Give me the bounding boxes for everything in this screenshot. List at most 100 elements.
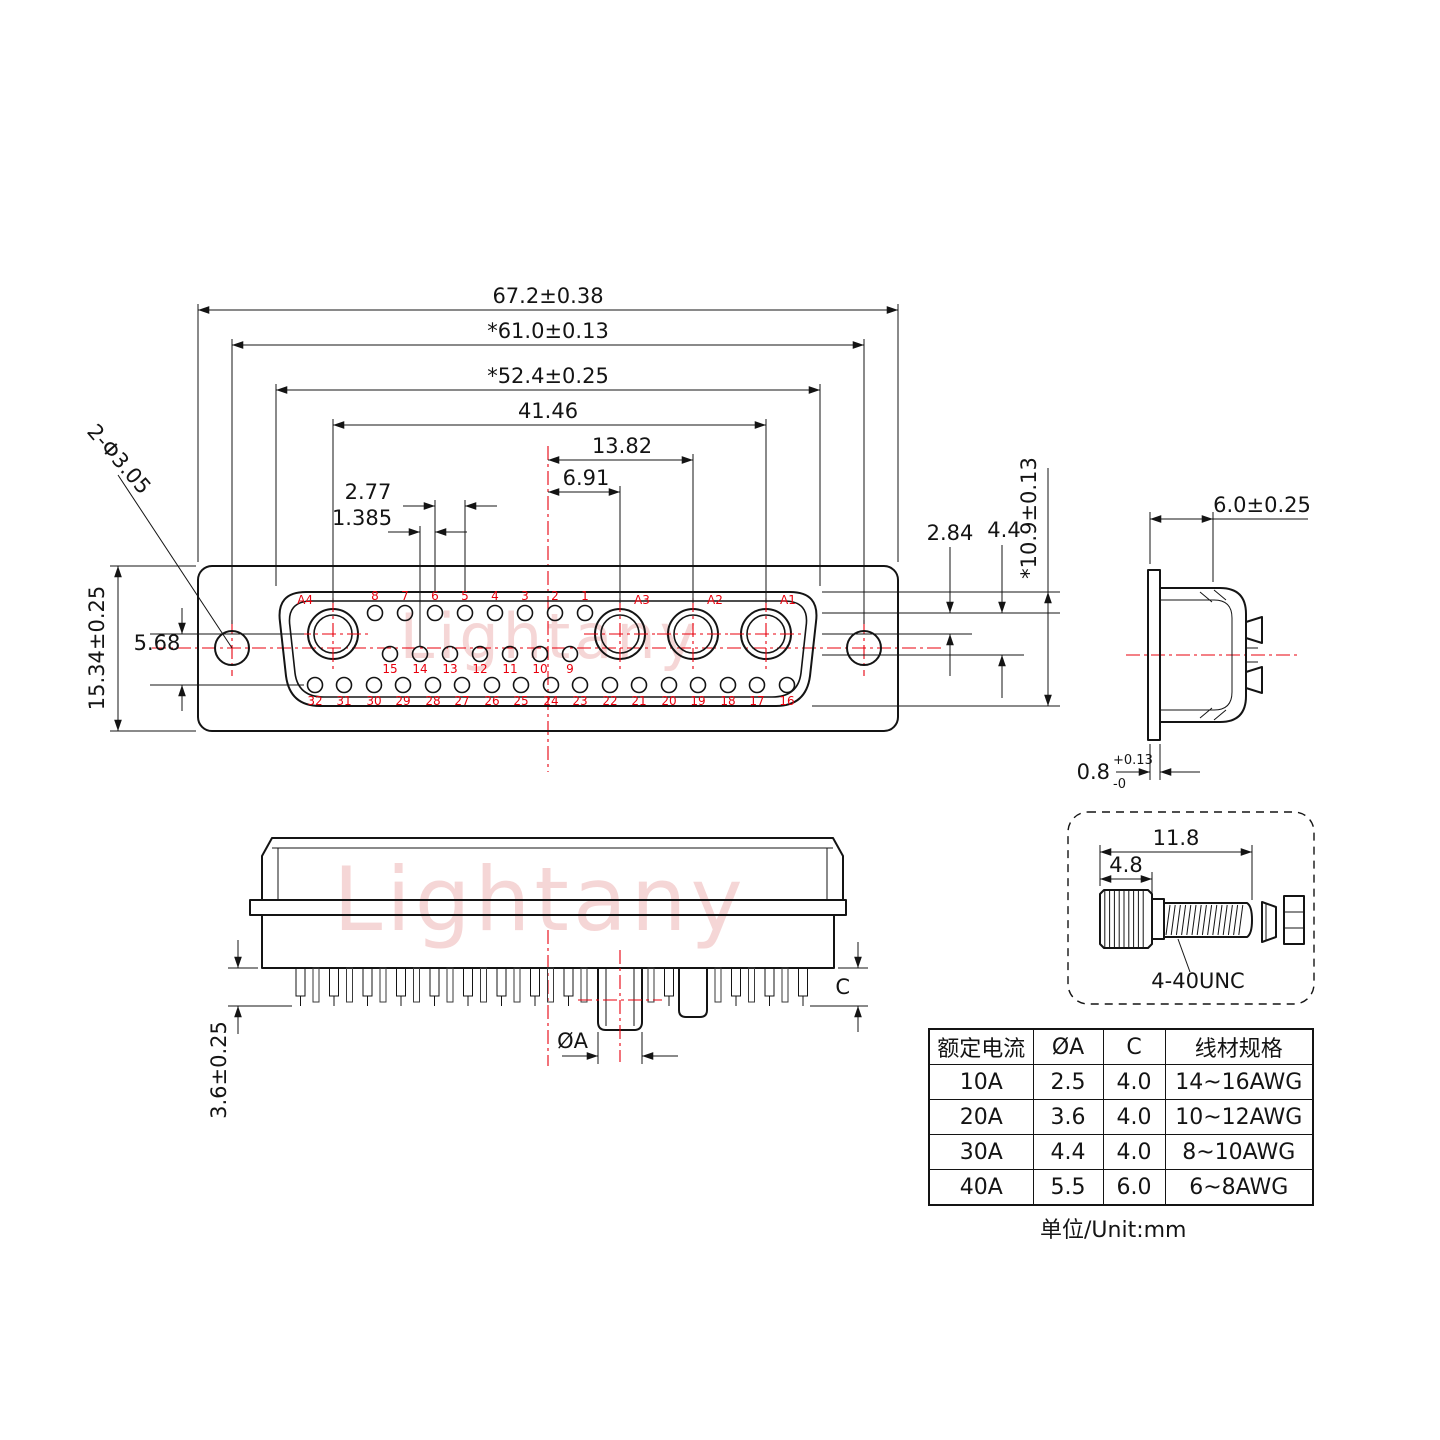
- dim-flange-tol-plus: +0.13: [1113, 753, 1153, 768]
- power-contact-label: A3: [634, 593, 650, 607]
- thread-spec-label: 4-40UNC: [1151, 969, 1244, 993]
- pin-number: 27: [454, 694, 469, 708]
- pin-number: 18: [720, 694, 735, 708]
- solder-terminal-back: [781, 967, 789, 1003]
- pin-hole: [601, 676, 619, 694]
- terminals-layer: [295, 967, 808, 1006]
- solder-terminal: [530, 967, 540, 997]
- clamp-wedge: [1261, 901, 1277, 943]
- dim-half-pitch: 1.385: [332, 506, 392, 530]
- power-contact-barrel-2: [678, 968, 708, 1018]
- pin-number: 17: [749, 694, 764, 708]
- cell-current: 30A: [928, 1134, 1034, 1170]
- power-contact-label: A1: [780, 593, 796, 607]
- section-view: 3.6±0.25 ØA C: [207, 837, 868, 1119]
- pin-number: 23: [572, 694, 587, 708]
- mount-hole-right: [846, 630, 882, 666]
- pin-number: 20: [661, 694, 676, 708]
- pin-number: 8: [371, 589, 379, 603]
- dim-tail-length: 3.6±0.25: [207, 1021, 231, 1119]
- cell-dia: 4.4: [1032, 1134, 1104, 1170]
- insert-outline: [288, 600, 808, 698]
- power-contact-label: A4: [297, 593, 313, 607]
- pin-hole: [778, 676, 796, 694]
- dim-pin-diameter: ØA: [557, 1029, 589, 1053]
- solder-terminal: [362, 967, 373, 997]
- pin-hole: [471, 645, 489, 663]
- solder-terminal-back: [748, 967, 755, 1003]
- pin-number: 6: [431, 589, 439, 603]
- dim-row-offset-1: 2.84: [927, 521, 974, 545]
- hood-outline: [261, 837, 844, 901]
- pin-number: 31: [336, 694, 351, 708]
- dim-row-span: 5.68: [134, 631, 181, 655]
- pin-number: 12: [472, 662, 487, 676]
- side-clip-bottom: [1245, 666, 1263, 694]
- col-header-dia: ØA: [1032, 1028, 1104, 1065]
- pin-number: 10: [532, 662, 547, 676]
- pin-number: 2: [551, 589, 559, 603]
- side-clip-top: [1245, 616, 1263, 644]
- solder-terminal: [496, 967, 507, 997]
- dim-row-offset-2: 4.4: [987, 518, 1020, 542]
- pin-hole: [453, 676, 471, 694]
- solder-terminal: [798, 967, 808, 997]
- dim-mount-holes: 2-Φ3.05: [82, 420, 155, 499]
- solder-terminal-back: [312, 967, 320, 1003]
- screw-texture: [1104, 891, 1244, 947]
- dim-cup-depth: C: [835, 975, 850, 999]
- solder-terminal: [295, 967, 306, 997]
- pin-number: 15: [382, 662, 397, 676]
- solder-terminal-back: [647, 967, 655, 1003]
- pin-number: 5: [461, 589, 469, 603]
- cell-dia: 2.5: [1032, 1064, 1104, 1100]
- table-row: 30A 4.4 4.0 8~10AWG: [928, 1134, 1314, 1170]
- col-header-c: C: [1102, 1028, 1166, 1065]
- pin-hole: [486, 604, 504, 622]
- section-flange: [249, 899, 847, 916]
- clamp-nut: [1283, 895, 1305, 945]
- dim-contact-span: 41.46: [518, 399, 578, 423]
- front-dimension-lines: [114, 306, 1052, 732]
- dim-flange-height: 15.34±0.25: [85, 586, 109, 710]
- dim-shell-depth: 6.0±0.25: [1213, 493, 1311, 517]
- cell-c: 4.0: [1102, 1134, 1166, 1170]
- pin-number: 9: [566, 662, 574, 676]
- dim-a3-offset: 6.91: [563, 466, 610, 490]
- pin-number: 30: [366, 694, 381, 708]
- solder-terminal: [396, 967, 406, 997]
- screw-collar: [1151, 898, 1165, 940]
- cell-wire: 6~8AWG: [1164, 1169, 1314, 1206]
- pin-hole: [689, 676, 707, 694]
- pin-number: 19: [690, 694, 705, 708]
- pin-hole: [542, 676, 560, 694]
- pin-hole: [335, 676, 353, 694]
- pin-hole: [719, 676, 737, 694]
- solder-terminal-back: [413, 967, 420, 1003]
- cell-current: 20A: [928, 1099, 1034, 1135]
- solder-terminal-back: [547, 967, 554, 1003]
- cell-current: 10A: [928, 1064, 1034, 1100]
- pin-hole: [483, 676, 501, 694]
- pin-number: 16: [779, 694, 794, 708]
- table-row: 40A 5.5 6.0 6~8AWG: [928, 1169, 1314, 1206]
- cell-c: 4.0: [1102, 1099, 1166, 1135]
- cell-wire: 14~16AWG: [1164, 1064, 1314, 1100]
- solder-terminal: [429, 967, 440, 997]
- side-body-inner: [1160, 599, 1233, 711]
- table-row: 20A 3.6 4.0 10~12AWG: [928, 1099, 1314, 1135]
- screw-head: [1099, 889, 1153, 949]
- pin-hole: [366, 604, 384, 622]
- pin-hole: [411, 645, 429, 663]
- pin-hole: [306, 676, 324, 694]
- power-contact-label: A2: [707, 593, 723, 607]
- cell-wire: 10~12AWG: [1164, 1099, 1314, 1135]
- pin-hole: [748, 676, 766, 694]
- pin-hole: [531, 645, 549, 663]
- solder-terminal-back: [513, 967, 521, 1003]
- spec-table: 额定电流 ØA C 线材规格 10A 2.5 4.0 14~16AWG 20A …: [928, 1028, 1314, 1206]
